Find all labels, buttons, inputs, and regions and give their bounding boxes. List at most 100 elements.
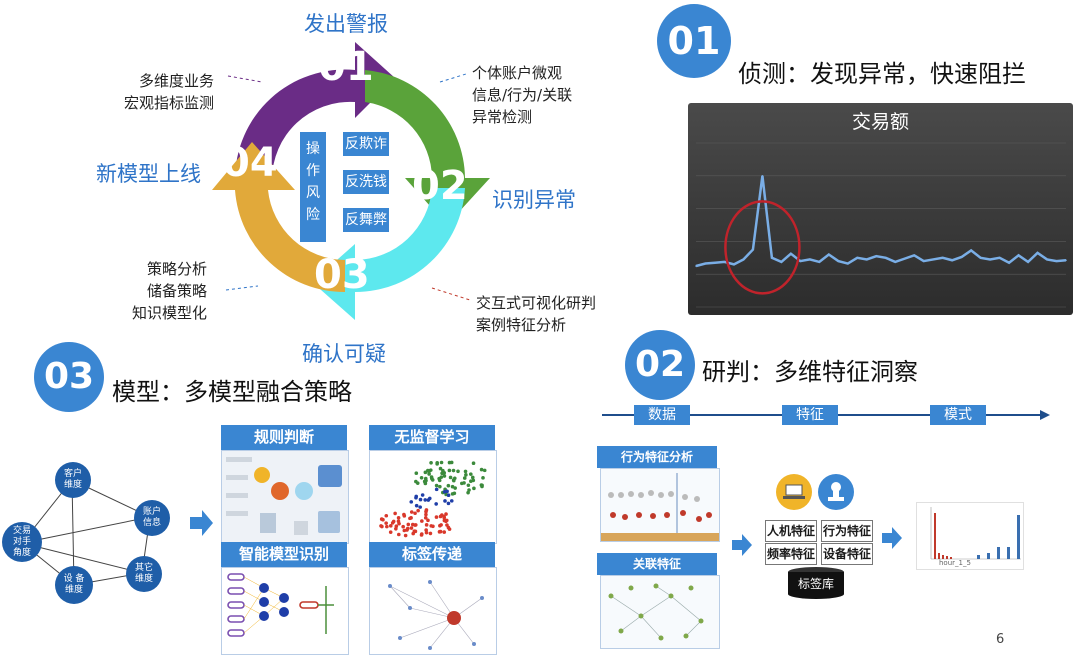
cluster-point xyxy=(460,482,464,486)
cluster-point xyxy=(471,476,475,480)
cluster-point xyxy=(429,461,433,465)
cluster-point xyxy=(414,496,418,500)
panel-unsupervised-title: 无监督学习 xyxy=(369,425,495,450)
chart-point xyxy=(714,262,716,264)
cluster-point xyxy=(463,476,467,480)
chart-point xyxy=(961,256,963,258)
chart-point xyxy=(847,263,849,265)
chart-point xyxy=(771,257,773,259)
chart-point xyxy=(762,175,764,177)
cluster-point xyxy=(483,469,487,473)
chart-point xyxy=(942,257,944,259)
section02-title: 研判：多维特征洞察 xyxy=(702,352,918,387)
chart-point xyxy=(819,261,821,263)
cluster-point xyxy=(435,488,439,492)
histogram-panel: hour_1_5 xyxy=(916,502,1024,570)
cluster-point xyxy=(445,519,449,523)
panel-smart-model-title: 智能模型识别 xyxy=(221,542,347,567)
cluster-point xyxy=(421,493,425,497)
cluster-point xyxy=(439,523,443,527)
cluster-point xyxy=(450,499,454,503)
cluster-point xyxy=(410,526,414,530)
chart-point xyxy=(904,258,906,260)
chart-point xyxy=(866,259,868,261)
cluster-point xyxy=(379,524,383,528)
histogram-xlabel: hour_1_5 xyxy=(939,559,971,567)
cluster-point xyxy=(406,523,410,527)
cluster-point xyxy=(480,485,484,489)
cluster-point xyxy=(456,469,460,473)
cluster-point xyxy=(469,472,473,476)
cluster-point xyxy=(480,468,484,472)
chart-point xyxy=(999,257,1001,259)
cluster-point xyxy=(405,528,409,532)
cluster-point xyxy=(435,484,439,488)
chart-point xyxy=(828,254,830,256)
chart-point xyxy=(705,263,707,265)
cluster-point xyxy=(423,498,427,502)
chart-point xyxy=(885,257,887,259)
chart-plot xyxy=(688,103,1073,315)
anomaly-chart: 交易额 xyxy=(688,103,1073,315)
pipeline-feature: 特征 xyxy=(782,405,838,425)
cluster-point xyxy=(438,530,442,534)
cluster-point xyxy=(413,511,417,515)
panel-relation-title: 关联特征 xyxy=(597,553,717,575)
cluster-point xyxy=(397,516,401,520)
cluster-point xyxy=(447,493,451,497)
chart-point xyxy=(875,255,877,257)
cluster-point xyxy=(443,499,447,503)
cluster-point xyxy=(481,476,485,480)
chart-point xyxy=(733,264,735,266)
chart-point xyxy=(980,257,982,259)
chart-point xyxy=(951,259,953,261)
cluster-point xyxy=(447,526,451,530)
cluster-point xyxy=(438,485,442,489)
cluster-point xyxy=(385,525,389,529)
cluster-point xyxy=(380,517,384,521)
chart-point xyxy=(1037,252,1039,254)
cluster-point xyxy=(431,525,435,529)
cluster-point xyxy=(467,483,471,487)
cluster-point xyxy=(401,525,405,529)
cluster-point xyxy=(449,476,453,480)
chart-point xyxy=(1056,260,1058,262)
arrow-to-features xyxy=(732,534,754,556)
cluster-point xyxy=(411,523,415,527)
panel-label-propagation-title: 标签传递 xyxy=(369,542,495,567)
cluster-point xyxy=(420,532,424,536)
chart-point xyxy=(838,260,840,262)
chart-point xyxy=(1046,259,1048,261)
cluster-point xyxy=(448,461,452,465)
database-label: 标签库 xyxy=(786,575,846,592)
cluster-point xyxy=(472,487,476,491)
cluster-point xyxy=(411,532,415,536)
stamp-icon xyxy=(818,474,854,510)
section02-number: 02 xyxy=(625,330,695,400)
cluster-point xyxy=(393,512,397,516)
cluster-point xyxy=(409,516,413,520)
node-account: 账户 信息 xyxy=(134,500,170,536)
anomaly-highlight-circle xyxy=(725,201,799,293)
node-counterparty: 交易 对手 角度 xyxy=(2,522,42,562)
cluster-point xyxy=(438,479,442,483)
chart-point xyxy=(695,265,697,267)
cluster-point xyxy=(442,516,446,520)
chart-point xyxy=(894,261,896,263)
cluster-point xyxy=(416,509,420,513)
cluster-point xyxy=(418,505,422,509)
panel-unsupervised xyxy=(369,450,497,544)
cluster-point xyxy=(453,476,457,480)
cluster-point xyxy=(435,515,439,519)
chart-point xyxy=(1027,261,1029,263)
cluster-point xyxy=(409,500,413,504)
panel-rules xyxy=(221,450,349,544)
cluster-point xyxy=(419,498,423,502)
chart-point xyxy=(1018,255,1020,257)
node-customer: 客户 维度 xyxy=(55,462,91,498)
cluster-point xyxy=(430,477,434,481)
cluster-point xyxy=(384,521,388,525)
arrow-to-histogram xyxy=(882,527,904,549)
chart-point xyxy=(809,259,811,261)
cluster-point xyxy=(440,471,444,475)
